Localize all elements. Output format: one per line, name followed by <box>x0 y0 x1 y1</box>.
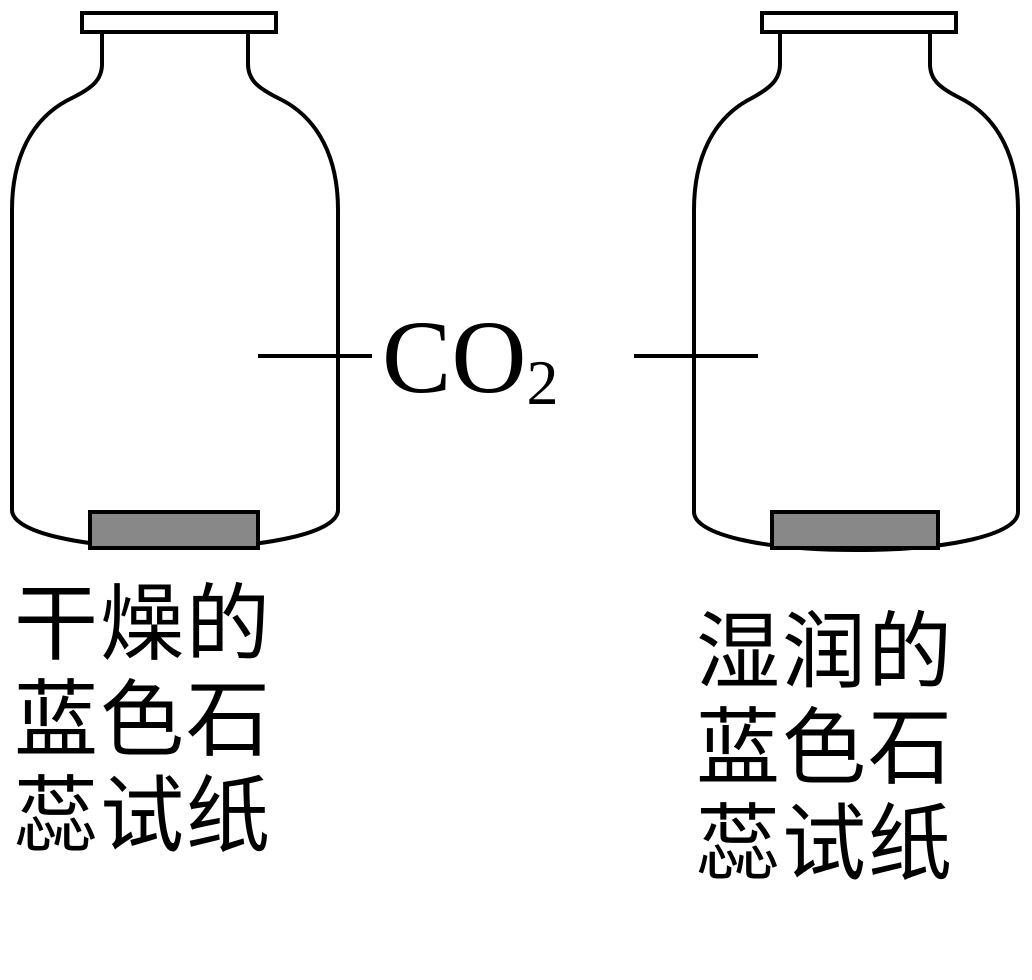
right-caption-line-1: 湿润的 <box>696 603 955 701</box>
gas-formula-main: CO <box>382 300 526 415</box>
left-jar-body <box>10 30 340 550</box>
right-jar-caption: 湿润的 蓝色石 蕊试纸 <box>696 604 954 892</box>
right-caption-line-3: 蕊试纸 <box>696 795 955 893</box>
left-jar <box>10 11 340 550</box>
left-jar-caption: 干燥的 蓝色石 蕊试纸 <box>14 576 272 864</box>
left-litmus-strip <box>88 510 260 550</box>
gas-formula-subscript: 2 <box>526 347 558 418</box>
left-caption-line-2: 蓝色石 <box>14 671 273 769</box>
right-jar-body <box>692 30 1020 552</box>
left-caption-line-3: 蕊试纸 <box>14 767 273 865</box>
left-caption-line-1: 干燥的 <box>14 575 273 673</box>
left-jar-lid <box>80 11 278 34</box>
right-jar-lid <box>760 11 958 34</box>
right-caption-line-2: 蓝色石 <box>696 699 955 797</box>
right-jar <box>692 11 1020 552</box>
right-litmus-strip <box>770 510 940 550</box>
gas-formula-label: CO2 <box>382 300 558 418</box>
